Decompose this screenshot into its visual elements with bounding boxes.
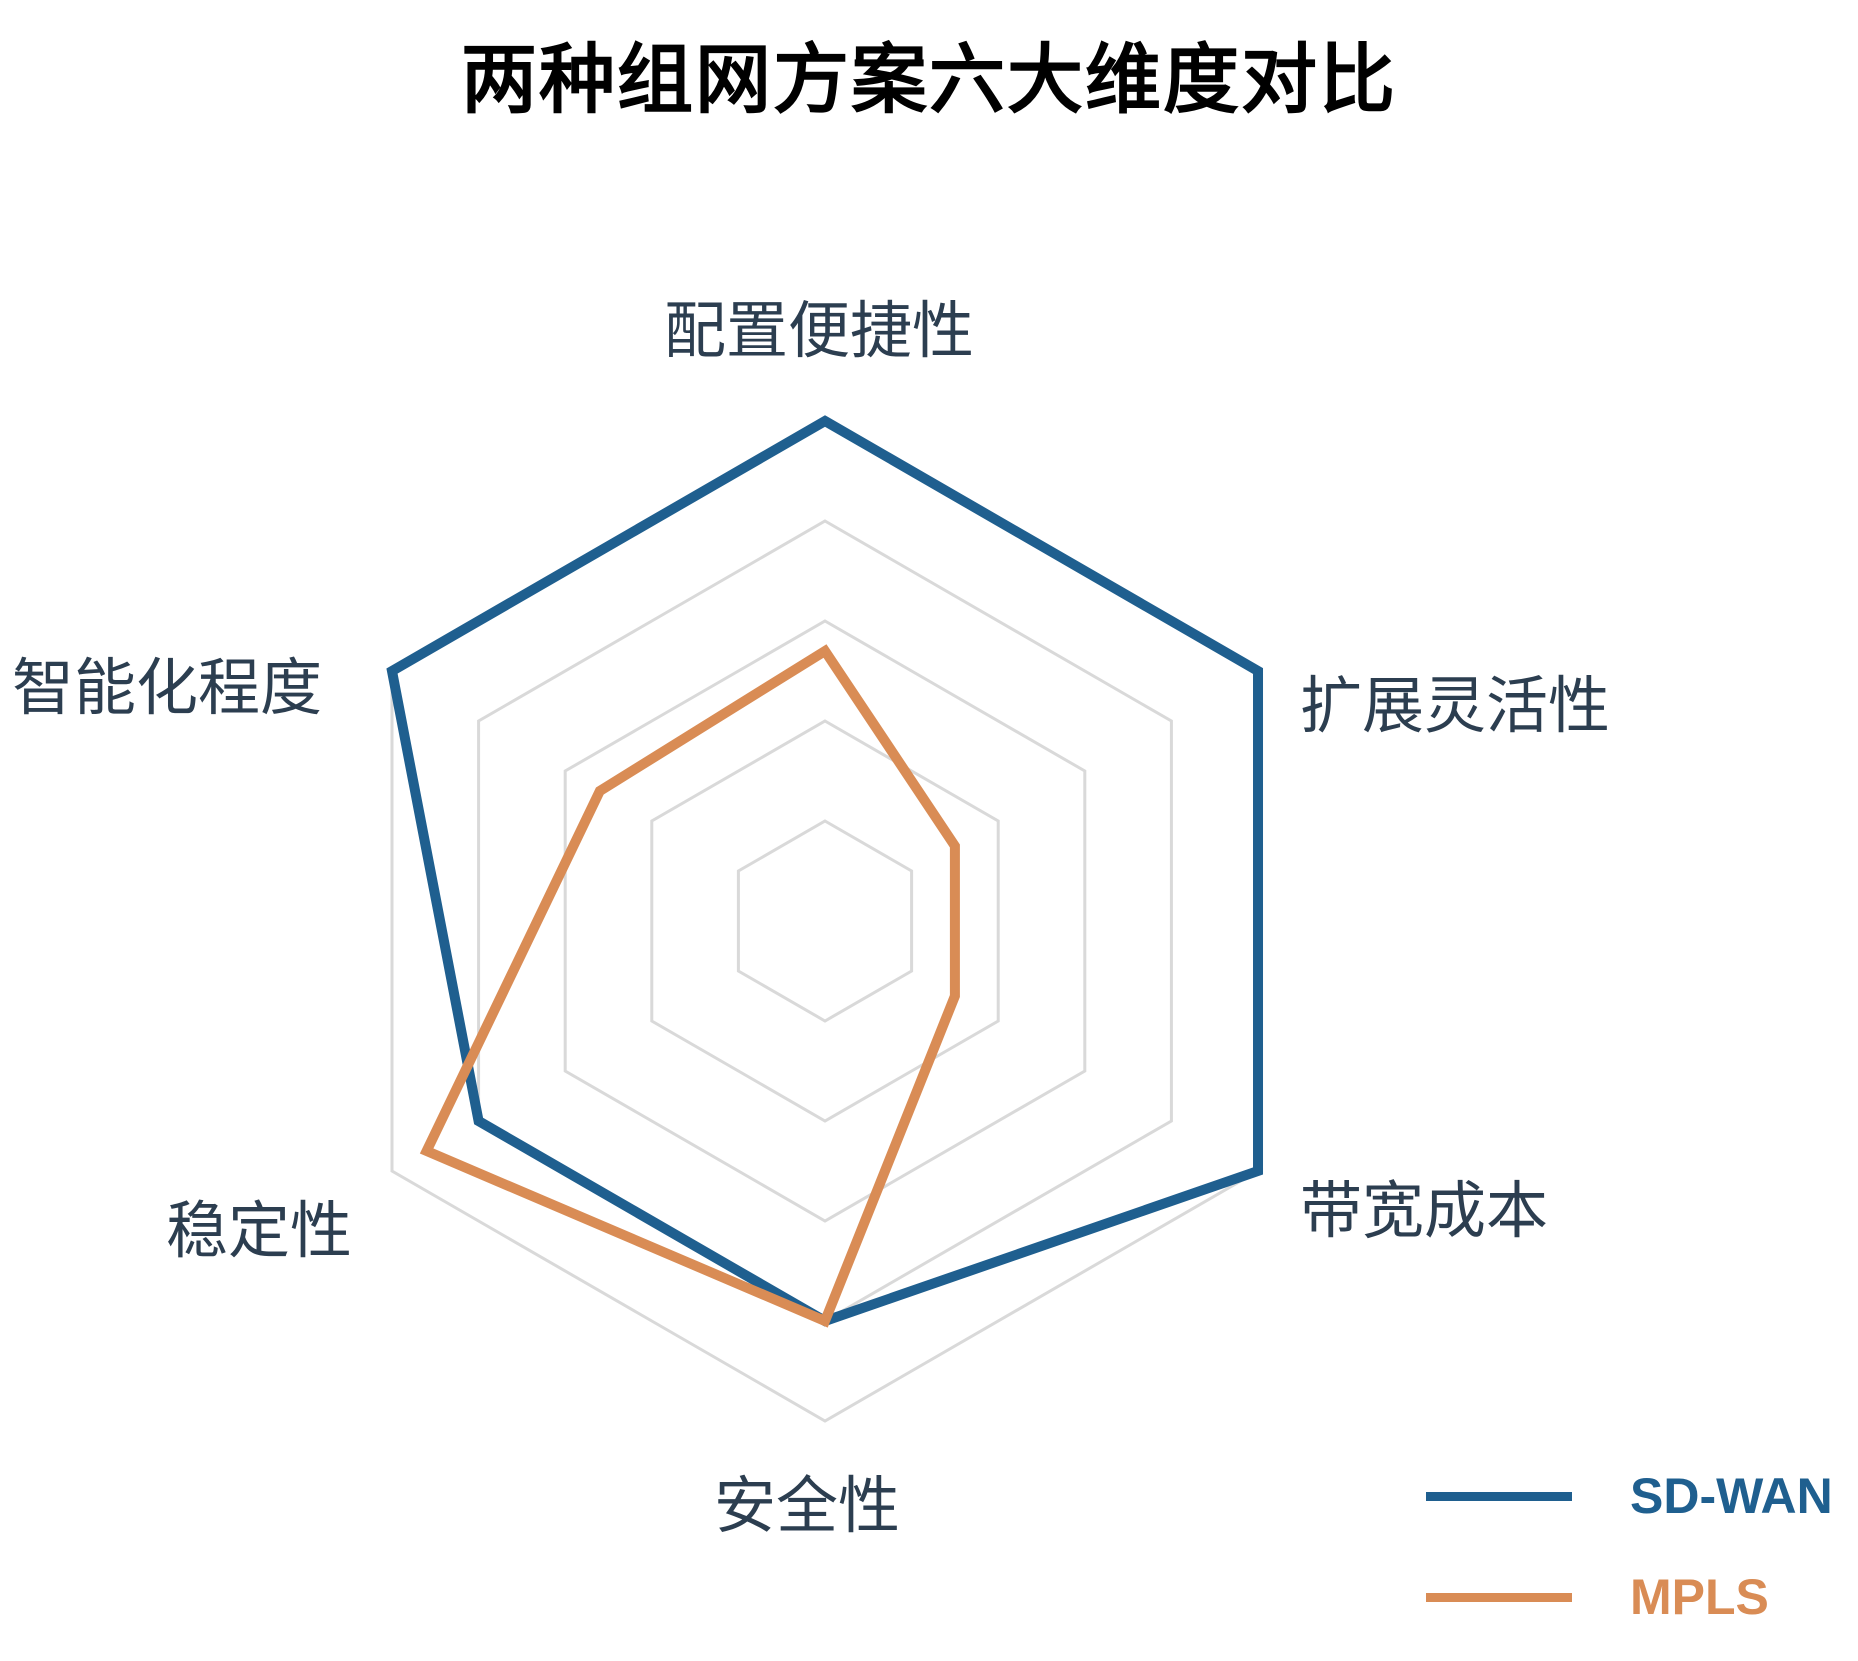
- axis-label-scalability: 扩展灵活性: [1300, 669, 1611, 742]
- radar-grid: [390, 419, 1260, 1423]
- axis-label-config-ease: 配置便捷性: [664, 294, 975, 367]
- axis-label-intelligence: 智能化程度: [12, 651, 323, 724]
- chart-title: 两种组网方案六大维度对比: [461, 35, 1397, 124]
- sdwan-legend-label: SD-WAN: [1630, 1468, 1833, 1524]
- mpls-legend-line: [1426, 1592, 1572, 1602]
- sdwan-legend-line: [1426, 1491, 1572, 1501]
- mpls-series-polygon: [419, 644, 960, 1328]
- mpls-legend-label: MPLS: [1630, 1569, 1769, 1625]
- axis-label-security: 安全性: [714, 1469, 901, 1542]
- sdwan-series-polygon: [386, 415, 1264, 1327]
- axis-label-stability: 稳定性: [166, 1194, 353, 1267]
- legend-item-mpls: MPLS: [1426, 1568, 1769, 1626]
- axis-label-bandwidth-cost: 带宽成本: [1300, 1174, 1549, 1247]
- legend-item-sdwan: SD-WAN: [1426, 1467, 1833, 1525]
